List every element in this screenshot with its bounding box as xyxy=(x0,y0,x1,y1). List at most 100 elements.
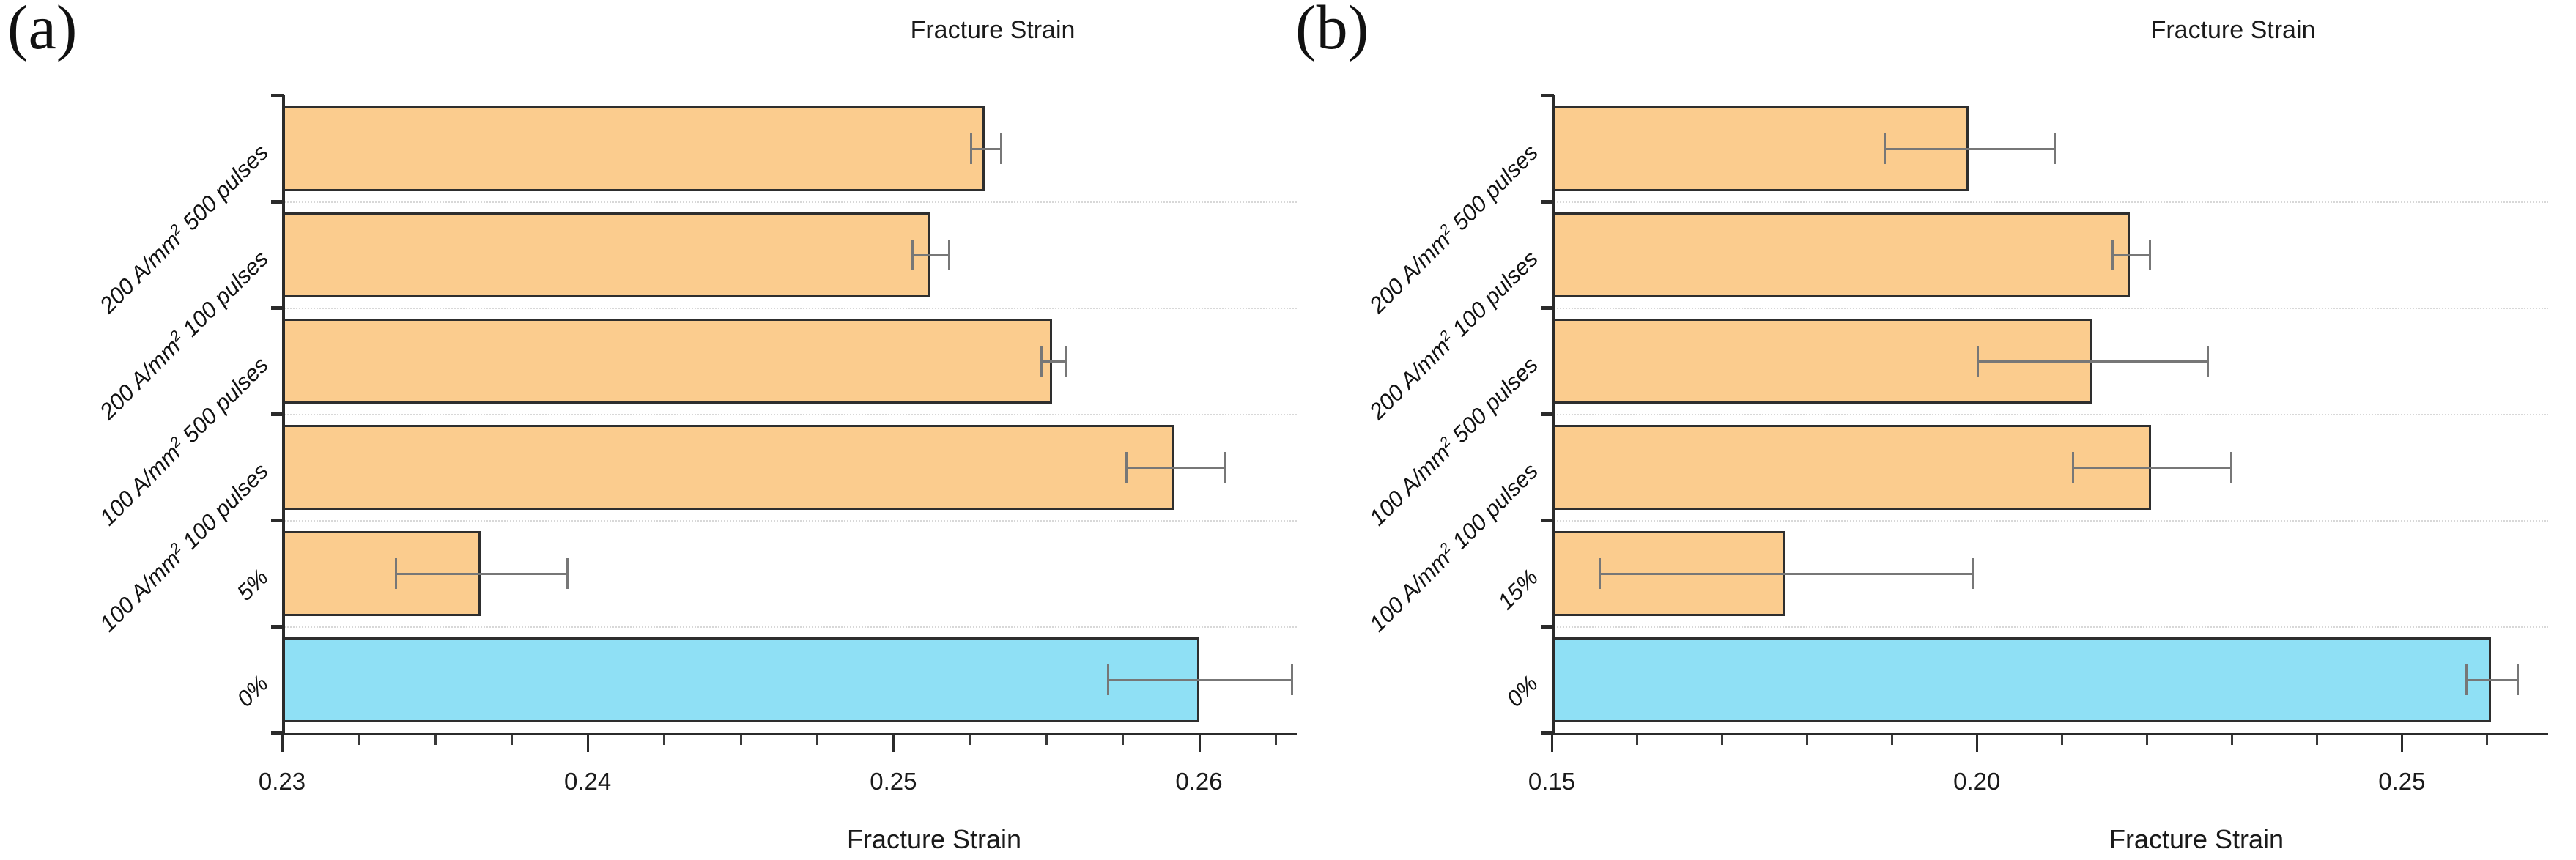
error-bar xyxy=(911,253,949,256)
error-bar-cap xyxy=(2230,451,2232,483)
panel-a-x-axis-label: Fracture Strain xyxy=(846,824,1022,854)
x-axis-tick-label: 0.23 xyxy=(258,768,306,795)
error-bar-cap xyxy=(2072,451,2075,483)
x-axis-minor-tick xyxy=(1045,735,1048,745)
error-bar xyxy=(1125,466,1224,469)
x-axis-tick-label: 0.26 xyxy=(1175,768,1223,795)
x-axis-minor-tick xyxy=(2486,735,2489,745)
panel-a-y-axis xyxy=(282,95,285,733)
category-label: 0% xyxy=(232,670,274,712)
error-bar xyxy=(969,147,1001,150)
x-axis-minor-tick xyxy=(969,735,971,745)
x-axis-minor-tick xyxy=(1122,735,1125,745)
error-bar-cap xyxy=(1125,451,1128,483)
y-axis-tick xyxy=(1541,306,1554,310)
panel-b-title: Fracture Strain xyxy=(2150,16,2316,44)
bar xyxy=(1552,637,2492,722)
error-bar-cap xyxy=(911,239,914,270)
y-axis-tick xyxy=(1541,412,1554,416)
panel-a-title: Fracture Strain xyxy=(910,16,1076,44)
x-axis-tick-label: 0.25 xyxy=(2378,768,2426,795)
x-axis-minor-tick xyxy=(2061,735,2064,745)
bar xyxy=(282,212,930,297)
y-axis-tick xyxy=(1541,625,1554,629)
error-bar-cap xyxy=(2148,239,2151,270)
x-axis-minor-tick xyxy=(2146,735,2149,745)
category-label: 200 A/mm2 500 pulses xyxy=(95,138,274,318)
panel-b-y-axis xyxy=(1552,95,1555,733)
error-bar xyxy=(1977,360,2207,363)
x-axis-minor-tick xyxy=(1806,735,1809,745)
category-label: 0% xyxy=(1501,670,1544,712)
y-axis-tick xyxy=(271,731,284,735)
x-axis-minor-tick xyxy=(663,735,666,745)
error-bar-cap xyxy=(1107,664,1110,695)
gridline xyxy=(1552,201,2548,203)
gridline xyxy=(282,201,1297,203)
error-bar-cap xyxy=(969,133,972,164)
error-bar xyxy=(1040,360,1065,363)
error-bar xyxy=(2111,253,2149,256)
error-bar-cap xyxy=(2465,664,2468,695)
x-axis-minor-tick xyxy=(1891,735,1894,745)
error-bar-cap xyxy=(1977,345,1980,377)
x-axis-minor-tick xyxy=(358,735,360,745)
x-axis-tick-label: 0.20 xyxy=(1953,768,2001,795)
error-bar xyxy=(1598,572,1973,575)
error-bar-cap xyxy=(566,557,569,589)
panel-b-x-axis-label: Fracture Strain xyxy=(2109,824,2284,854)
x-axis-tick xyxy=(2401,735,2404,752)
panel-b-letter: (b) xyxy=(1295,0,1369,62)
error-bar xyxy=(2465,678,2517,681)
panel-a-x-axis xyxy=(282,733,1297,735)
x-axis-minor-tick xyxy=(1274,735,1277,745)
error-bar-cap xyxy=(1040,345,1043,377)
error-bar xyxy=(395,572,566,575)
panel-a-letter: (a) xyxy=(7,0,78,62)
gridline xyxy=(1552,520,2548,522)
error-bar-cap xyxy=(1064,345,1067,377)
y-axis-tick xyxy=(271,519,284,522)
error-bar-cap xyxy=(1883,133,1886,164)
error-bar-cap xyxy=(948,239,951,270)
x-axis-tick xyxy=(587,735,590,752)
error-bar-cap xyxy=(395,557,398,589)
x-axis-tick xyxy=(1198,735,1201,752)
y-axis-tick xyxy=(1541,94,1554,97)
error-bar xyxy=(1883,147,2054,150)
bar xyxy=(282,318,1053,404)
error-bar xyxy=(1107,678,1291,681)
bar xyxy=(282,637,1199,722)
gridline xyxy=(1552,308,2548,309)
gridline xyxy=(282,414,1297,415)
x-axis-minor-tick xyxy=(739,735,742,745)
error-bar-cap xyxy=(1290,664,1293,695)
gridline xyxy=(282,308,1297,309)
gridline xyxy=(282,626,1297,628)
x-axis-minor-tick xyxy=(1636,735,1639,745)
y-axis-tick xyxy=(1541,200,1554,204)
x-axis-minor-tick xyxy=(2231,735,2234,745)
x-axis-tick xyxy=(1976,735,1979,752)
y-axis-tick xyxy=(271,412,284,416)
bar xyxy=(282,424,1175,510)
x-axis-tick xyxy=(892,735,895,752)
x-axis-minor-tick xyxy=(2316,735,2319,745)
gridline xyxy=(282,520,1297,522)
panel-b-x-axis xyxy=(1552,733,2548,735)
y-axis-tick xyxy=(271,625,284,629)
error-bar-cap xyxy=(1223,451,1226,483)
category-label: 5% xyxy=(232,563,274,606)
error-bar-cap xyxy=(1972,557,1975,589)
x-axis-minor-tick xyxy=(816,735,819,745)
bar xyxy=(1552,212,2131,297)
error-bar-cap xyxy=(1000,133,1003,164)
x-axis-minor-tick xyxy=(510,735,513,745)
error-bar-cap xyxy=(2111,239,2114,270)
bar xyxy=(1552,424,2152,510)
y-axis-tick xyxy=(1541,731,1554,735)
